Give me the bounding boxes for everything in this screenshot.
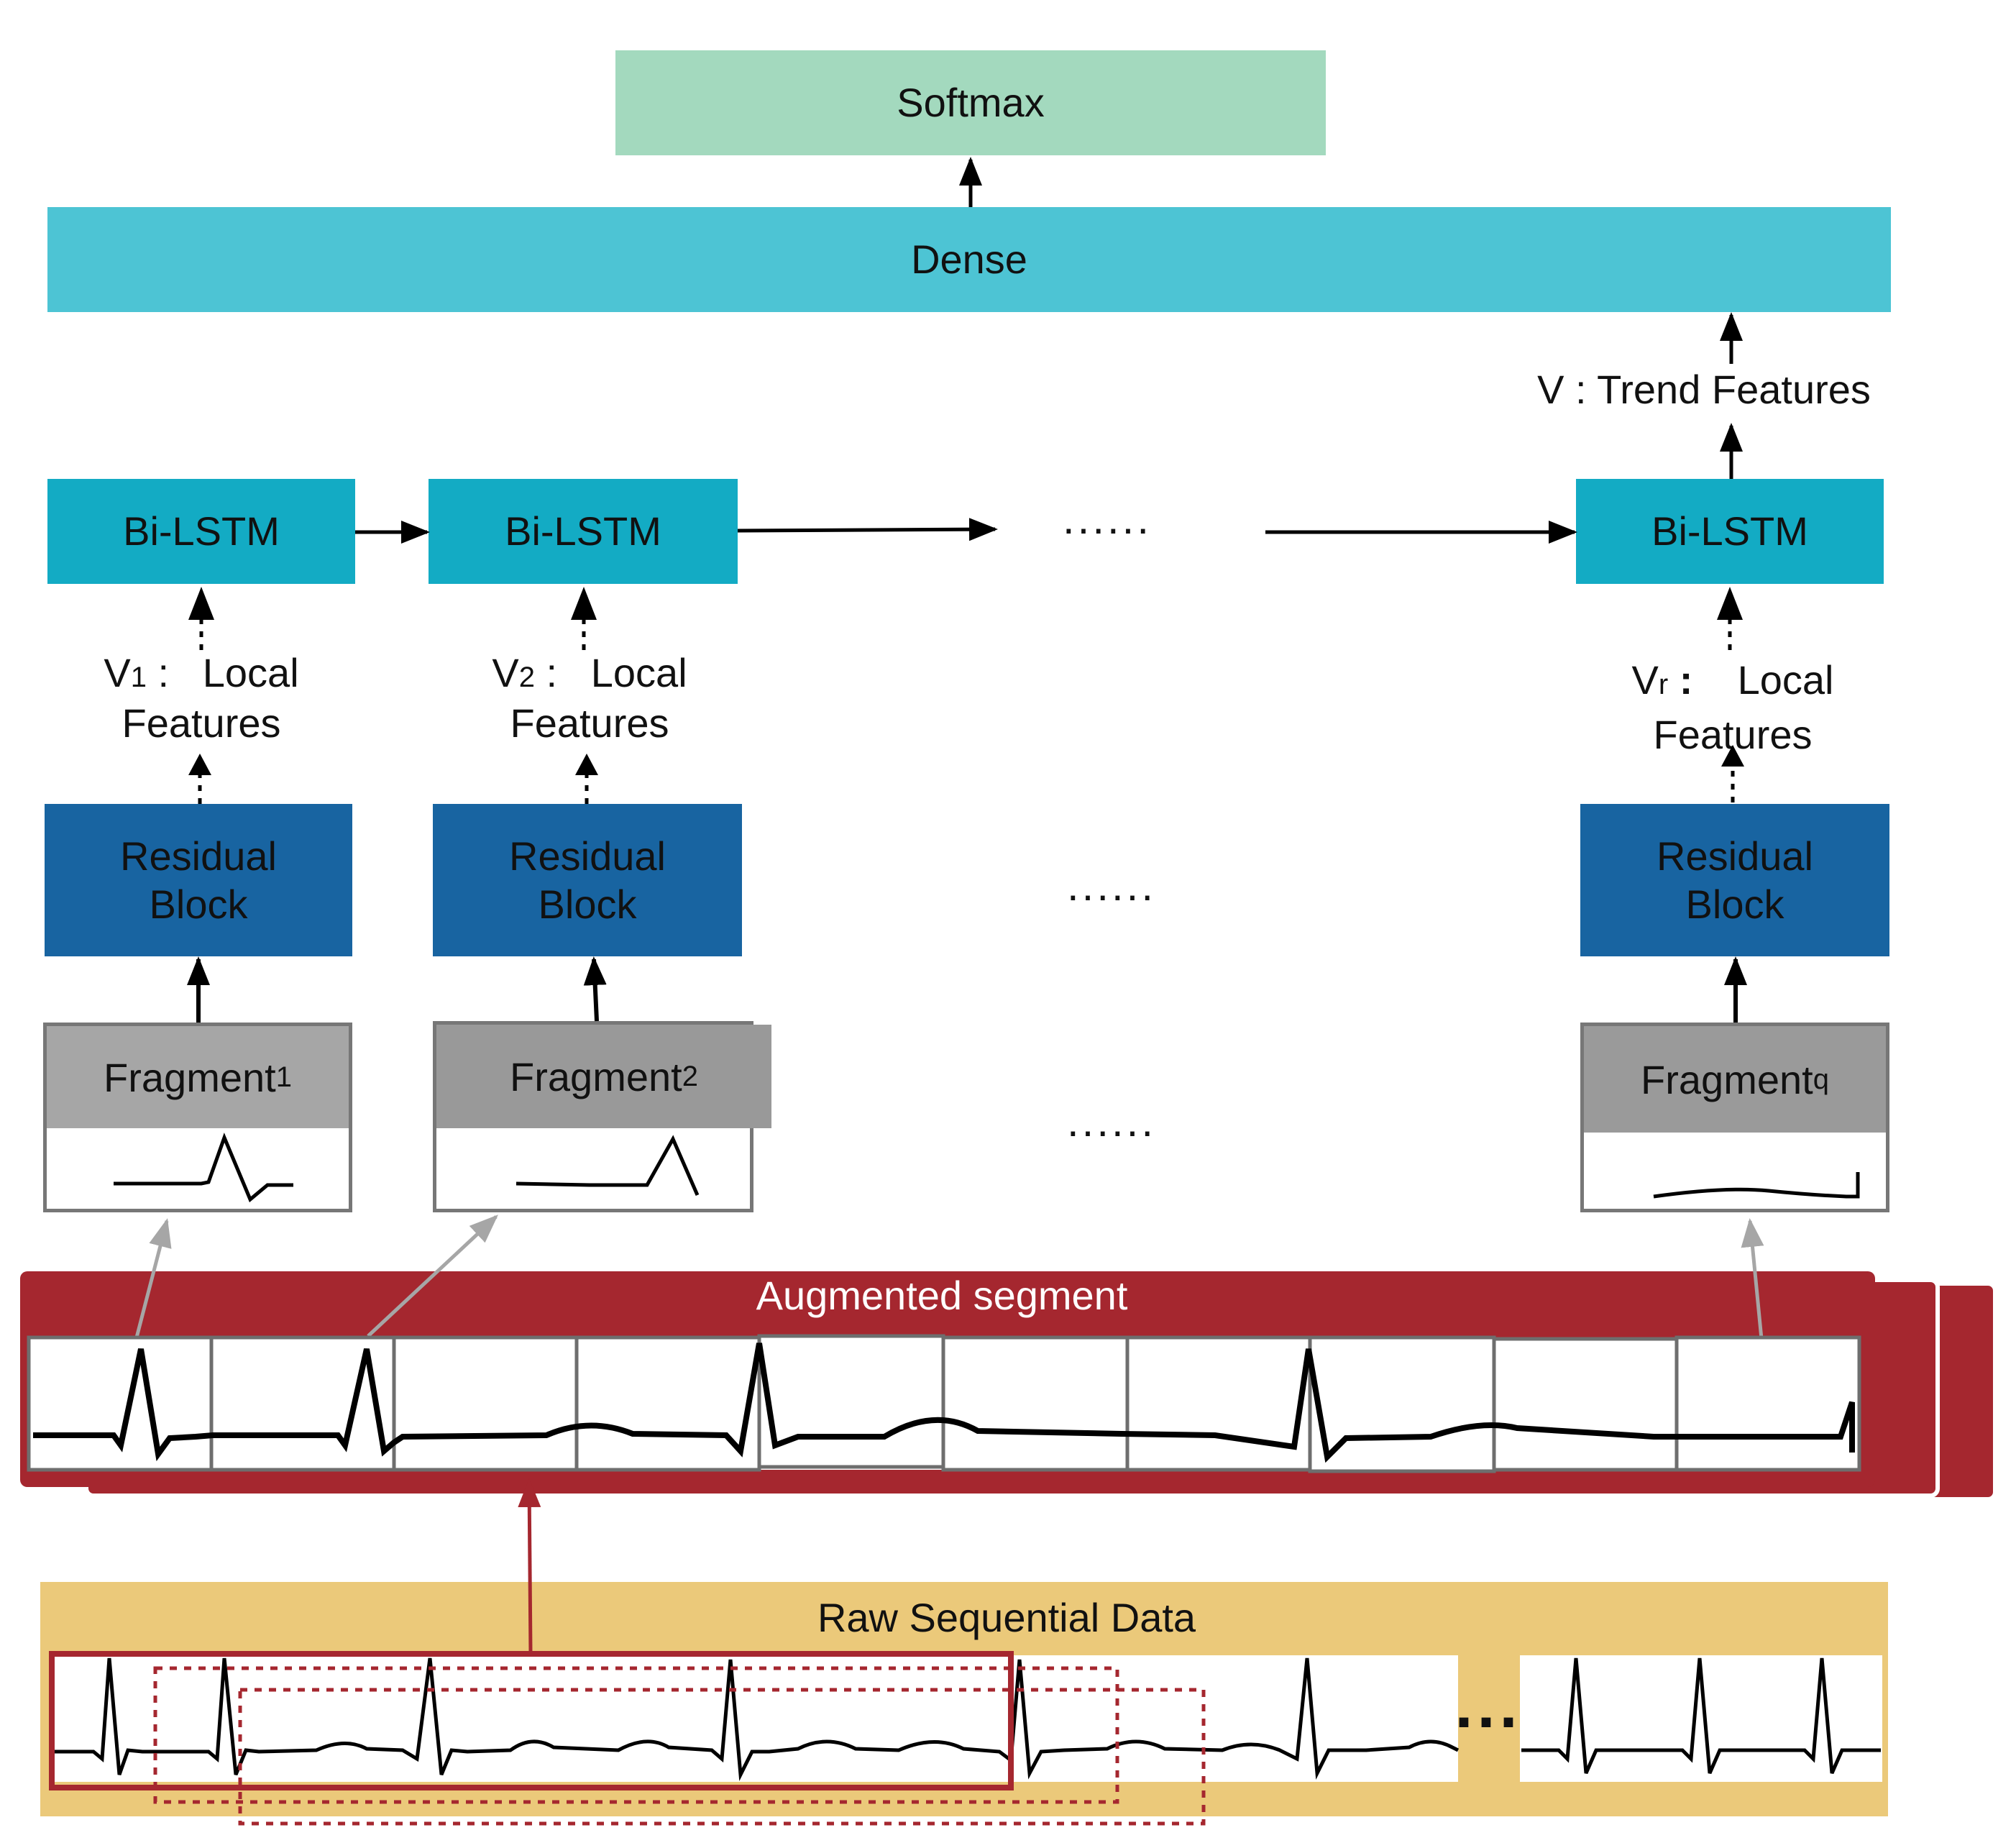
augmented-segment-label: Augmented segment: [756, 1273, 1128, 1318]
fragment-label-q: Fragment: [1641, 1056, 1813, 1102]
bilstm-box-r: Bi-LSTM: [1576, 479, 1884, 584]
fragment-sub-2: 2: [682, 1060, 698, 1092]
dotted-resq-head: [1721, 745, 1744, 767]
softmax-box: Softmax: [615, 50, 1326, 155]
bilstm-box-2: Bi-LSTM: [429, 479, 738, 584]
lf2-sub: 2: [518, 662, 535, 693]
residual-line2-2: Block: [538, 882, 637, 927]
ellipsis-bilstm: ......: [1062, 495, 1153, 543]
lfr-sep: :: [1679, 657, 1693, 703]
dotted-lf2-head: [571, 587, 597, 620]
dense-box: Dense: [47, 207, 1891, 312]
bilstm-label-1: Bi-LSTM: [123, 508, 280, 554]
lf2-word2: Features: [510, 700, 669, 746]
lf2-sep: :: [546, 650, 558, 695]
residual-line1-2: Residual: [509, 833, 666, 879]
softmax-label: Softmax: [897, 80, 1045, 126]
lf2-word1: Local: [590, 650, 687, 695]
raw-ellipsis: ...: [1454, 1670, 1522, 1742]
ellipsis-fragment: ......: [1066, 1097, 1157, 1145]
residual-line1-1: Residual: [120, 833, 277, 879]
lf1-sub: 1: [130, 662, 147, 693]
lf1-v: V: [104, 650, 131, 695]
raw-window-2: [238, 1688, 1206, 1826]
raw-window-3: [153, 1666, 1119, 1804]
residual-line2-q: Block: [1685, 882, 1784, 927]
arrow-frag2-to-res2: [583, 956, 607, 1022]
arrow-window1-to-frag1: [134, 1218, 172, 1338]
raw-waveform-b: [1521, 1657, 1881, 1775]
raw-signal-strip-a: [50, 1655, 1458, 1782]
local-features-label-r: Vr : Local Features: [1610, 657, 1855, 758]
fragment-sub-q: q: [1813, 1063, 1829, 1095]
trend-features-label: V : Trend Features: [1517, 367, 1891, 413]
arrow-bilstm2-to-ellipsis: [737, 518, 998, 541]
residual-block-1: Residual Block: [45, 804, 352, 956]
bilstm-label-2: Bi-LSTM: [505, 508, 661, 554]
augmented-windows: [27, 1334, 1861, 1473]
residual-line2-1: Block: [149, 882, 248, 927]
fragment-wave-2: [516, 1135, 700, 1196]
lfr-word1: Local: [1737, 657, 1834, 703]
augmented-waveform: [33, 1342, 1855, 1463]
local-features-label-1: V1 : Local Features: [86, 650, 316, 746]
fragment-wave-1: [114, 1133, 293, 1203]
lf2-v: V: [492, 650, 519, 695]
residual-line1-q: Residual: [1657, 833, 1813, 879]
residual-block-q: Residual Block: [1580, 804, 1889, 956]
fragment-label-1: Fragment: [104, 1054, 276, 1100]
lfr-sub: r: [1658, 669, 1669, 700]
dotted-res2-head: [575, 754, 598, 775]
raw-waveform-a: [55, 1657, 1460, 1782]
lf1-word1: Local: [202, 650, 299, 695]
dotted-res1-head: [188, 754, 211, 775]
trend-text: Trend Features: [1597, 367, 1871, 412]
aug-window-10: [1674, 1335, 1861, 1472]
arrow-window2-to-frag2: [367, 1215, 498, 1337]
fragment-sub-1: 1: [275, 1061, 292, 1093]
residual-block-2: Residual Block: [433, 804, 742, 956]
local-features-label-2: V2 : Local Features: [475, 650, 705, 746]
lf1-word2: Features: [122, 700, 281, 746]
dense-label: Dense: [911, 237, 1027, 283]
raw-data-label: Raw Sequential Data: [817, 1595, 1196, 1640]
arrow-windowq-to-fragq: [1741, 1218, 1764, 1340]
lf1-sep: :: [157, 650, 170, 695]
dotted-lf1-head: [188, 587, 214, 620]
fragment-label-2: Fragment: [510, 1053, 682, 1099]
ellipsis-residual: ......: [1066, 861, 1157, 910]
bilstm-label-r: Bi-LSTM: [1651, 508, 1808, 554]
fragment-wave-q: [1653, 1172, 1860, 1199]
bilstm-box-1: Bi-LSTM: [47, 479, 355, 584]
raw-window-selected: [49, 1651, 1014, 1790]
dotted-lfr-head: [1717, 587, 1743, 620]
arrow-raw-to-augmented: [518, 1478, 541, 1655]
trend-v: V: [1537, 367, 1564, 412]
trend-sep: :: [1575, 367, 1587, 412]
lfr-v: V: [1631, 657, 1659, 703]
